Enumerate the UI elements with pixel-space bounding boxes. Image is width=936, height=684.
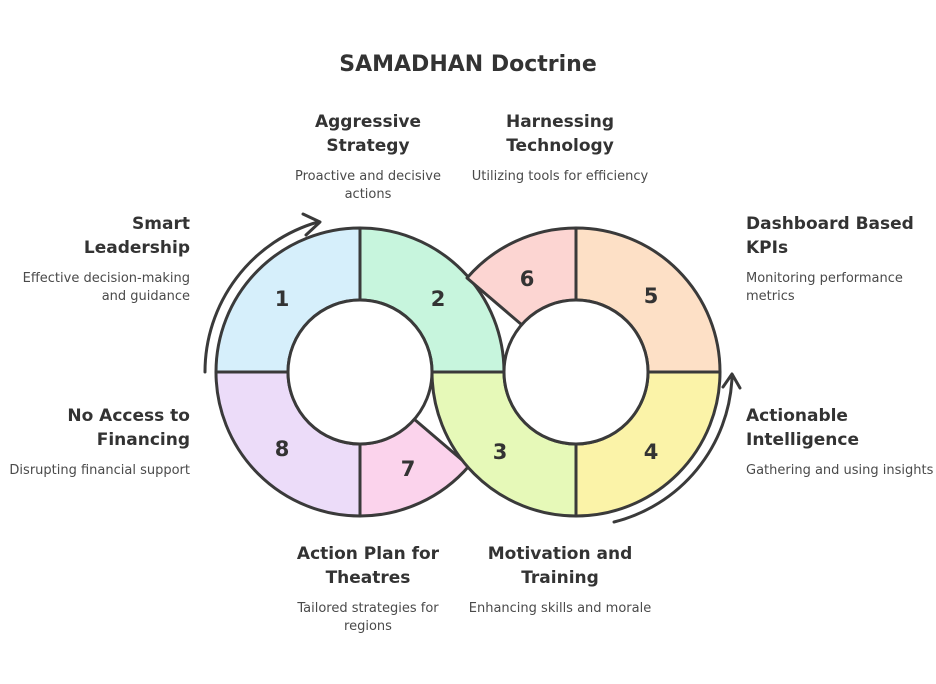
block-harnessing-technology: Harnessing Technology Utilizing tools fo… [465,110,655,186]
segment-number-5: 5 [644,284,659,308]
heading-actionable-intelligence: Actionable Intelligence [746,406,859,450]
desc-motivation-training: Enhancing skills and morale [468,601,652,616]
desc-action-plan-theatres: Tailored strategies for regions [297,601,439,634]
page-title: SAMADHAN Doctrine [339,52,597,77]
heading-action-plan-theatres: Action Plan for Theatres [296,544,440,588]
block-actionable-intelligence: Actionable Intelligence Gathering and us… [746,404,936,480]
desc-actionable-intelligence: Gathering and using insights [746,463,934,478]
block-action-plan-theatres: Action Plan for Theatres Tailored strate… [273,542,463,636]
block-dashboard-kpis: Dashboard Based KPIs Monitoring performa… [746,212,936,306]
block-no-access-financing: No Access to Financing Disrupting financ… [0,404,190,480]
left-cycle-arrow [203,220,320,374]
segment-number-7: 7 [401,457,416,481]
desc-harnessing-technology: Utilizing tools for efficiency [471,169,649,184]
heading-motivation-training: Motivation and Training [487,544,633,588]
desc-dashboard-kpis: Monitoring performance metrics [746,271,903,304]
segment-number-4: 4 [644,440,659,464]
right-cycle-arrow [612,376,734,524]
left-ring [214,226,506,518]
segment-number-1: 1 [275,287,290,311]
left-arrow-head [301,212,322,237]
heading-no-access-financing: No Access to Financing [67,406,190,450]
desc-smart-leadership: Effective decision-making and guidance [22,271,190,304]
segment-number-2: 2 [431,287,446,311]
segment-number-3: 3 [493,440,508,464]
desc-no-access-financing: Disrupting financial support [9,463,190,478]
desc-aggressive-strategy: Proactive and decisive actions [295,169,441,202]
heading-dashboard-kpis: Dashboard Based KPIs [746,214,914,258]
block-aggressive-strategy: Aggressive Strategy Proactive and decisi… [273,110,463,204]
heading-smart-leadership: Smart Leadership [83,214,190,258]
block-smart-leadership: Smart Leadership Effective decision-maki… [0,212,190,306]
left-ring-hole [286,298,434,446]
heading-aggressive-strategy: Aggressive Strategy [314,112,422,156]
block-motivation-training: Motivation and Training Enhancing skills… [465,542,655,618]
segment-number-8: 8 [275,437,290,461]
heading-harnessing-technology: Harnessing Technology [505,112,615,156]
segment-number-6: 6 [520,267,535,291]
right-ring-hole [502,298,650,446]
right-arrow-head [721,372,742,390]
